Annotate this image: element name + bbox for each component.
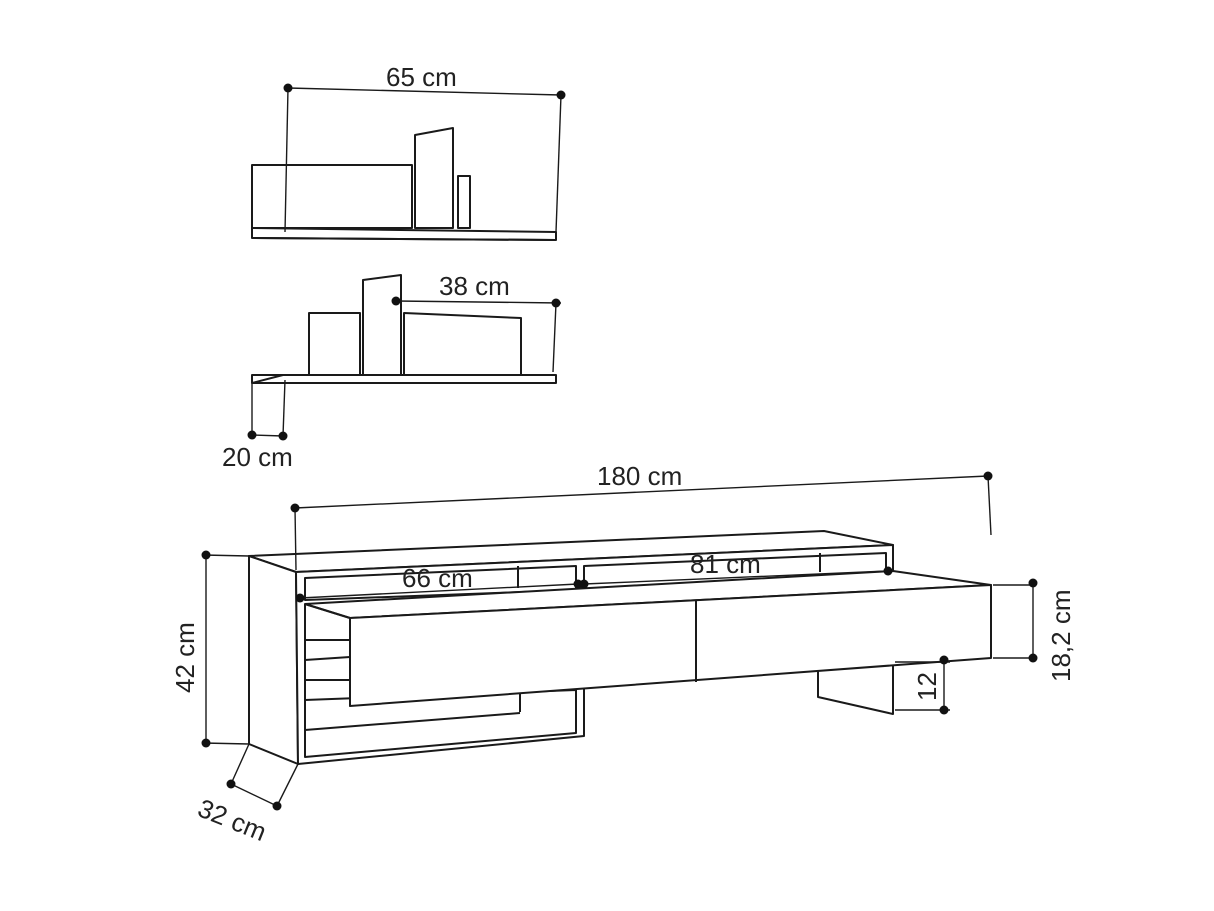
foot-height-label: 12	[912, 672, 942, 701]
drawer-height-label: 18,2 cm	[1046, 590, 1076, 683]
shelf-depth-label: 20 cm	[222, 442, 293, 472]
unit-height-label: 42 cm	[170, 622, 200, 693]
top-shelf-width-label: 65 cm	[386, 62, 457, 92]
top-shelf-width-dimension: 65 cm	[283, 62, 566, 233]
unit-width-label: 180 cm	[597, 461, 682, 491]
left-compartment-width-label: 66 cm	[402, 563, 473, 593]
middle-shelf-width-dimension: 38 cm	[391, 271, 562, 373]
unit-depth-dimension: 32 cm	[194, 743, 299, 847]
drawer-height-dimension: 18,2 cm	[993, 578, 1076, 683]
middle-wall-shelf	[251, 274, 557, 384]
tv-unit	[248, 530, 992, 765]
right-compartment-width-label: 81 cm	[690, 549, 761, 579]
unit-width-dimension: 180 cm	[290, 461, 993, 571]
top-wall-shelf	[251, 127, 557, 241]
middle-shelf-width-label: 38 cm	[439, 271, 510, 301]
compartment-width-dimensions: 66 cm 81 cm	[295, 549, 893, 603]
foot-height-dimension: 12	[895, 655, 950, 715]
unit-depth-label: 32 cm	[194, 793, 271, 847]
shelf-depth-dimension: 20 cm	[222, 379, 293, 472]
unit-height-dimension: 42 cm	[170, 550, 250, 748]
